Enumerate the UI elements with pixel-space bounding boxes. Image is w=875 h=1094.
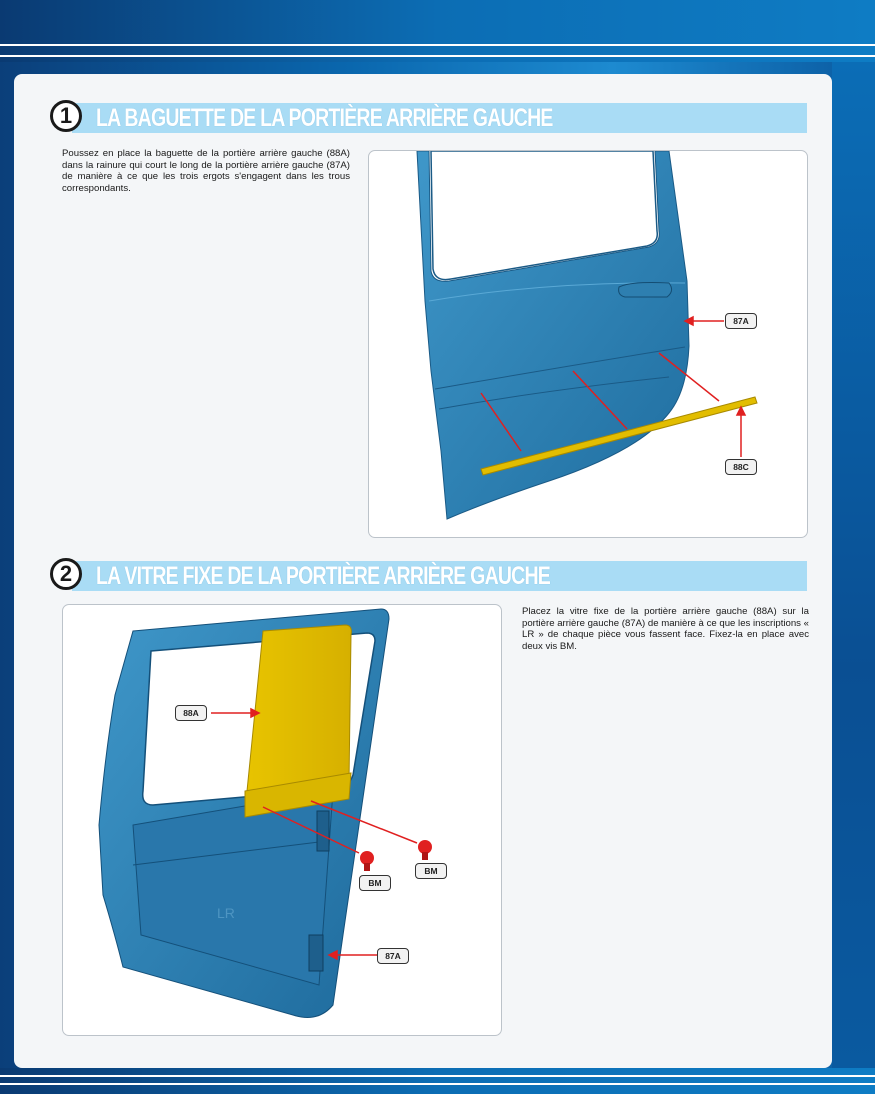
- step2-figure: 88A BM BM 87A LR: [62, 604, 502, 1036]
- step2-instructions: Placez la vitre fixe de la portière arri…: [522, 606, 809, 652]
- label-87A: 87A: [725, 313, 757, 329]
- top-stripe: [0, 44, 875, 46]
- step1-header: 1 LA BAGUETTE DE LA PORTIÈRE ARRIÈRE GAU…: [50, 100, 807, 133]
- step2-header: 2 LA VITRE FIXE DE LA PORTIÈRE ARRIÈRE G…: [50, 558, 807, 591]
- bottom-banner: [0, 1068, 875, 1094]
- lr-engraving: LR: [217, 905, 235, 921]
- top-banner: [0, 0, 875, 62]
- step1-title-bar: [72, 103, 807, 133]
- label-bm-right: BM: [415, 863, 447, 879]
- label-87A-step2: 87A: [377, 948, 409, 964]
- step1-number: 1: [50, 100, 82, 132]
- bottom-stripe-2: [0, 1083, 875, 1085]
- step1-title: LA BAGUETTE DE LA PORTIÈRE ARRIÈRE GAUCH…: [96, 104, 553, 132]
- step2-title: LA VITRE FIXE DE LA PORTIÈRE ARRIÈRE GAU…: [96, 562, 551, 590]
- step2-title-bar: [72, 561, 807, 591]
- door-glass-illustration: [98, 608, 432, 1018]
- step1-figure: 87A 88C: [368, 150, 808, 538]
- step2-number: 2: [50, 558, 82, 590]
- door-trim-illustration: [416, 151, 758, 520]
- label-88A: 88A: [175, 705, 207, 721]
- bottom-stripe: [0, 1075, 875, 1077]
- step1-instructions: Poussez en place la baguette de la porti…: [62, 148, 350, 194]
- top-stripe-2: [0, 55, 875, 57]
- label-88C: 88C: [725, 459, 757, 475]
- label-bm-left: BM: [359, 875, 391, 891]
- side-banner: [832, 62, 875, 1072]
